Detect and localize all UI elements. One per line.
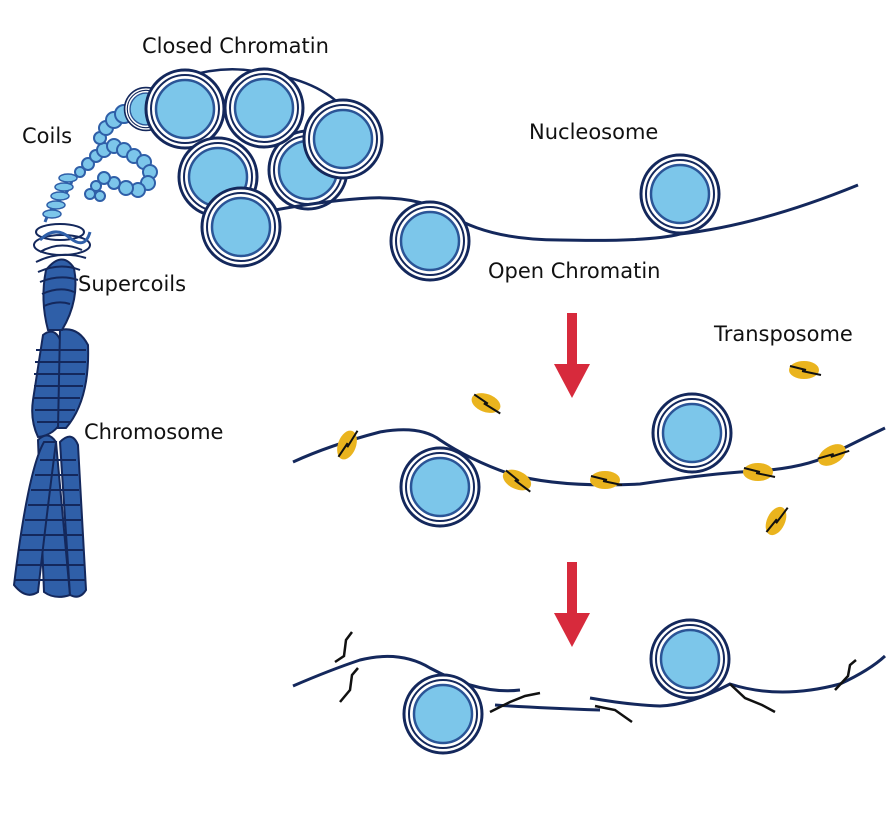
label-transposome: Transposome [713,322,853,346]
arrow-down-2 [554,562,590,647]
coils-illustration [74,104,158,202]
label-supercoils: Supercoils [78,272,186,296]
tagmentation-dna [292,426,886,487]
label-open-chromatin: Open Chromatin [488,259,660,283]
histone-6 [200,186,282,268]
transposome-icon [788,360,822,380]
arrow-down-1 [554,313,590,398]
histone-5 [302,98,384,180]
tagmentation-nucleosome-1 [399,446,481,528]
label-chromosome: Chromosome [84,420,223,444]
histone-1 [144,68,226,150]
fragmented-dna [292,631,887,724]
fragment-nucleosome-2 [649,618,731,700]
chromosome-illustration [12,328,90,598]
label-closed-chromatin: Closed Chromatin [142,34,329,58]
closed-chromatin-cluster [123,67,384,268]
label-coils: Coils [22,124,72,148]
histone-4 [223,67,305,149]
label-nucleosome: Nucleosome [529,120,658,144]
open-nucleosome-1 [389,200,471,282]
tagmentation-nucleosome-2 [651,392,733,474]
open-nucleosome-2 [639,153,721,235]
supercoils-illustration [33,173,92,331]
fragment-nucleosome-1 [402,673,484,755]
open-chromatin-dna [274,183,859,242]
